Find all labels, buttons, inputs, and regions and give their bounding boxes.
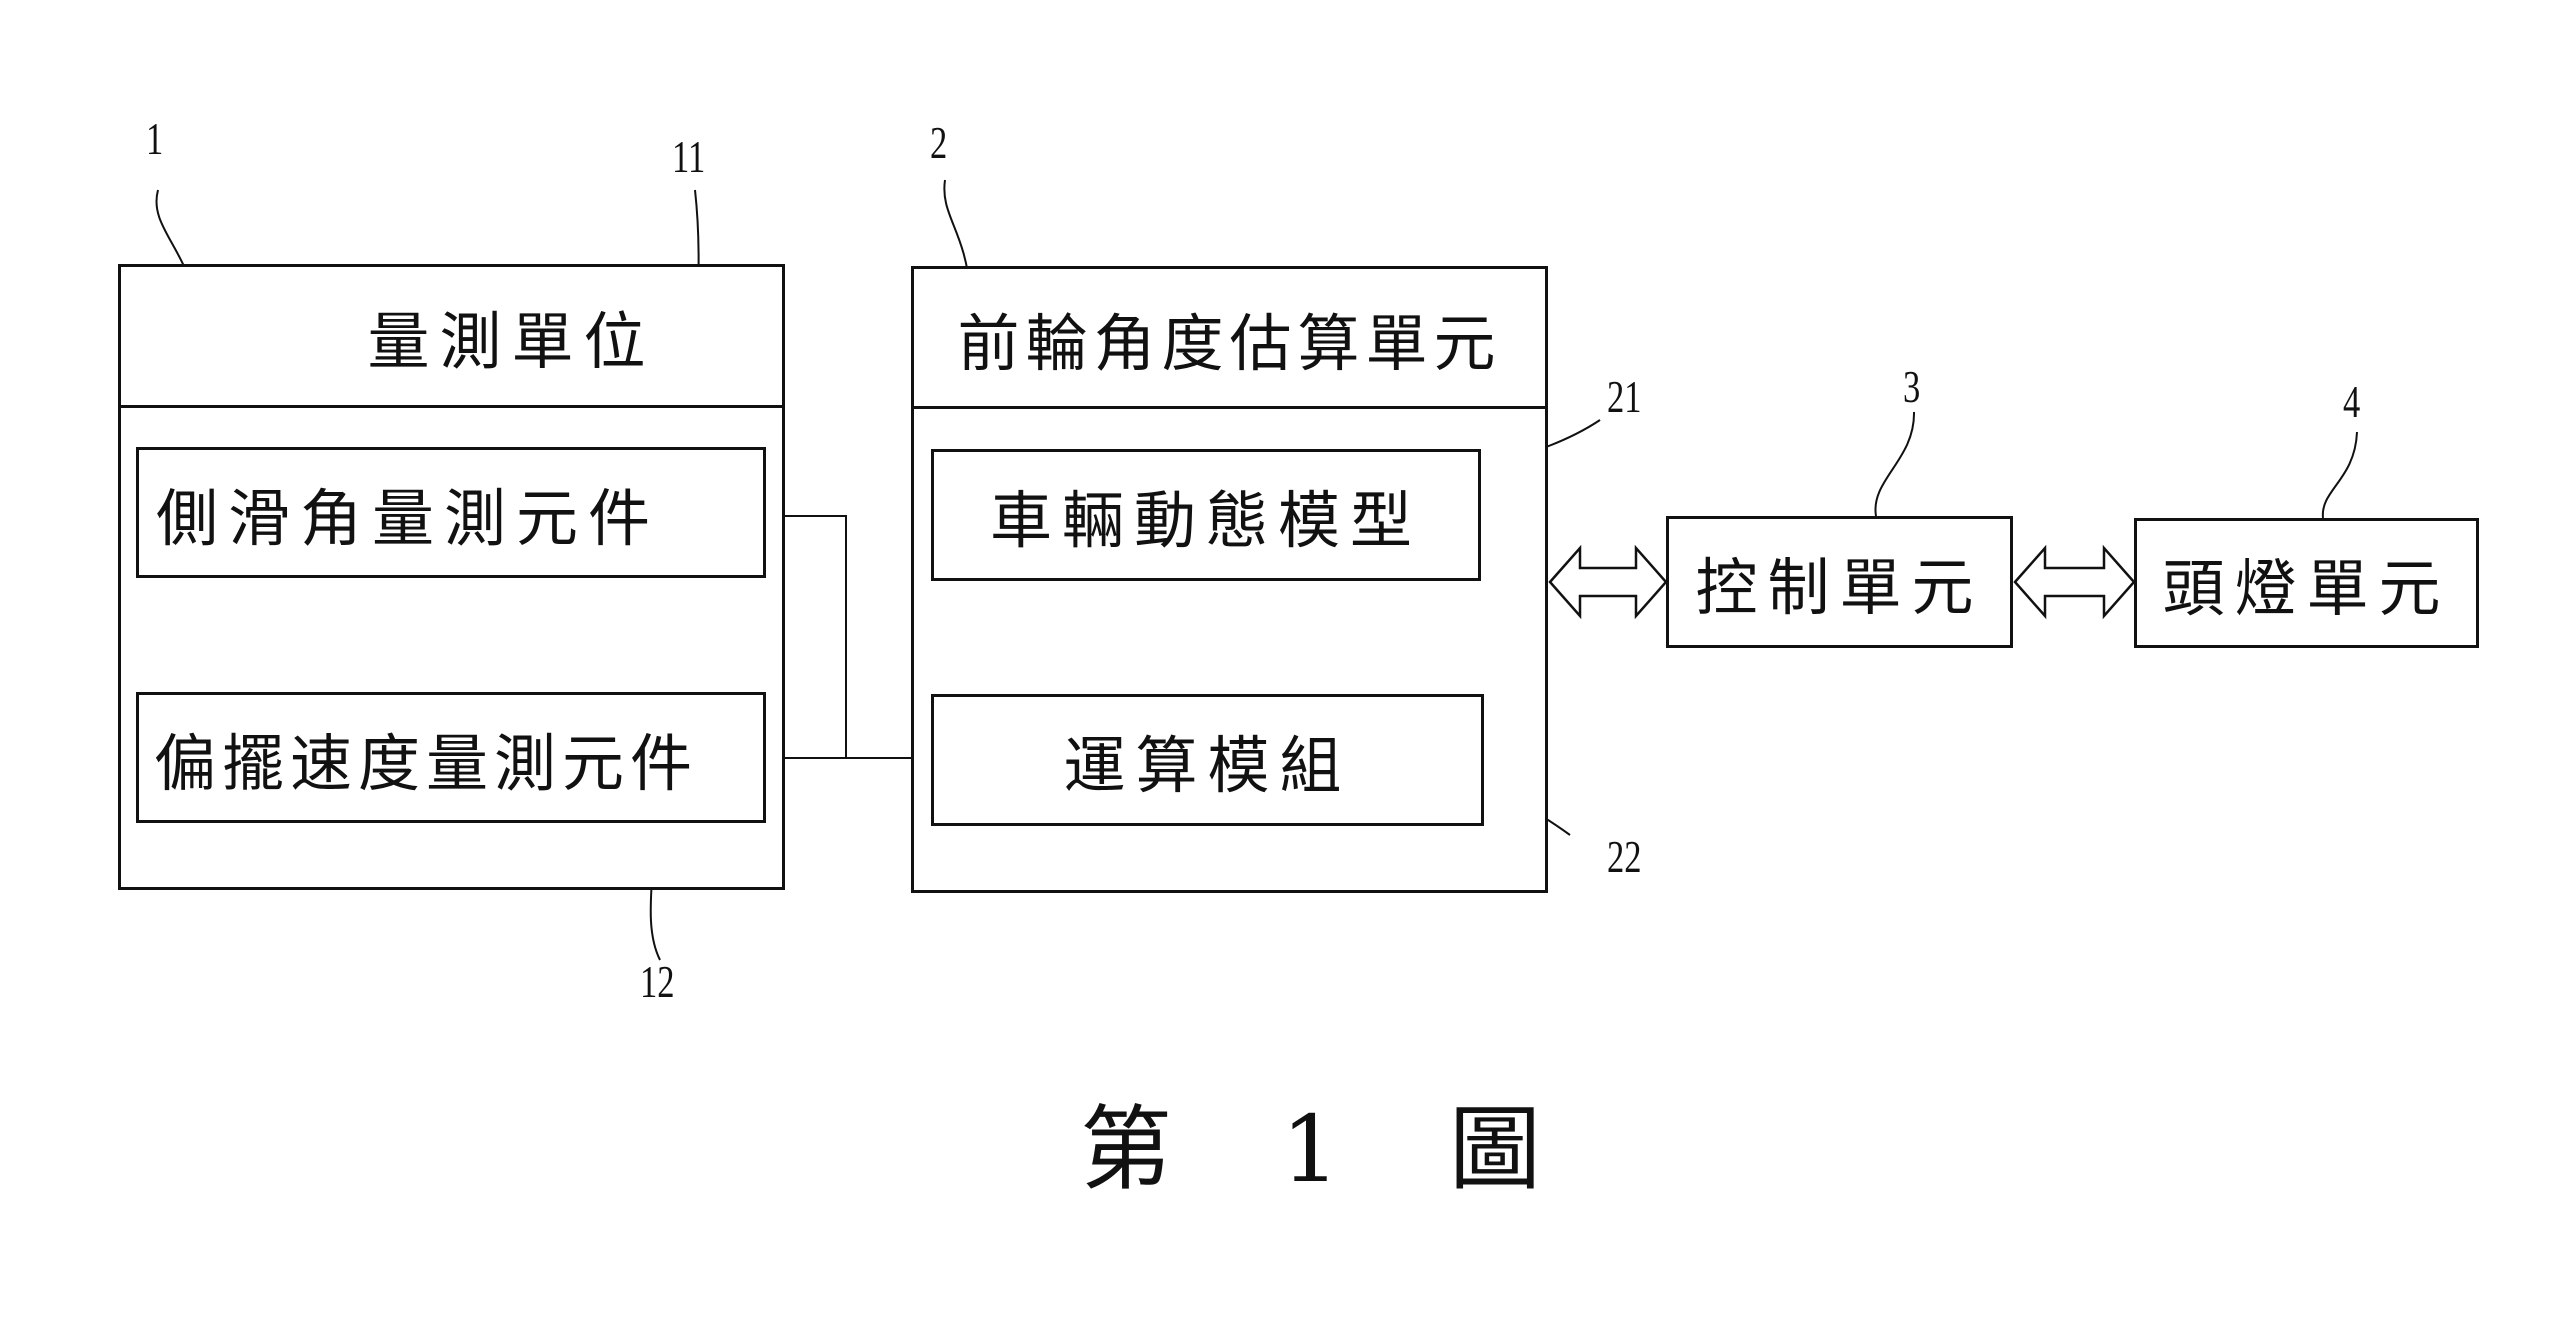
- ref-numeral-3: 3: [1903, 361, 1921, 412]
- computation-module-block: [931, 694, 1484, 826]
- ref-numeral-21: 21: [1607, 371, 1642, 422]
- control-unit-block: [1666, 516, 2013, 648]
- yaw-rate-sensor-label: 偏擺速度量測元件: [154, 726, 699, 800]
- connector-sideslip-to-computation: [766, 515, 931, 759]
- front-wheel-angle-unit-title: 前輪角度估算單元: [957, 306, 1502, 380]
- measurement-unit-divider: [118, 405, 785, 408]
- computation-module-label: 運算模組: [1063, 729, 1352, 802]
- vehicle-dynamics-model-block: [931, 449, 1481, 581]
- control-unit-label: 控制單元: [1695, 551, 1984, 624]
- headlight-unit-block: [2134, 518, 2479, 648]
- ref-numeral-22: 22: [1607, 831, 1642, 882]
- double-arrow-icon: [1548, 544, 1668, 620]
- ref-numeral-2: 2: [930, 117, 948, 168]
- ref-numeral-4: 4: [2343, 376, 2361, 427]
- measurement-unit-title: 量測單位: [367, 305, 656, 378]
- front-wheel-angle-unit-divider: [911, 406, 1548, 409]
- sideslip-sensor-block: [136, 447, 766, 578]
- leader-line-3: [1874, 411, 1916, 517]
- ref-numeral-11: 11: [672, 131, 706, 182]
- figure-caption: 第 1 圖: [1080, 1096, 1582, 1203]
- ref-numeral-1: 1: [146, 113, 164, 164]
- ref-numeral-12: 12: [640, 956, 675, 1007]
- leader-line-4: [2321, 431, 2358, 519]
- double-arrow-icon: [2013, 544, 2136, 620]
- headlight-unit-label: 頭燈單元: [2162, 552, 2451, 625]
- sideslip-sensor-label: 側滑角量測元件: [156, 481, 661, 555]
- yaw-rate-sensor-block: [136, 692, 766, 823]
- vehicle-dynamics-model-label: 車輛動態模型: [989, 484, 1422, 557]
